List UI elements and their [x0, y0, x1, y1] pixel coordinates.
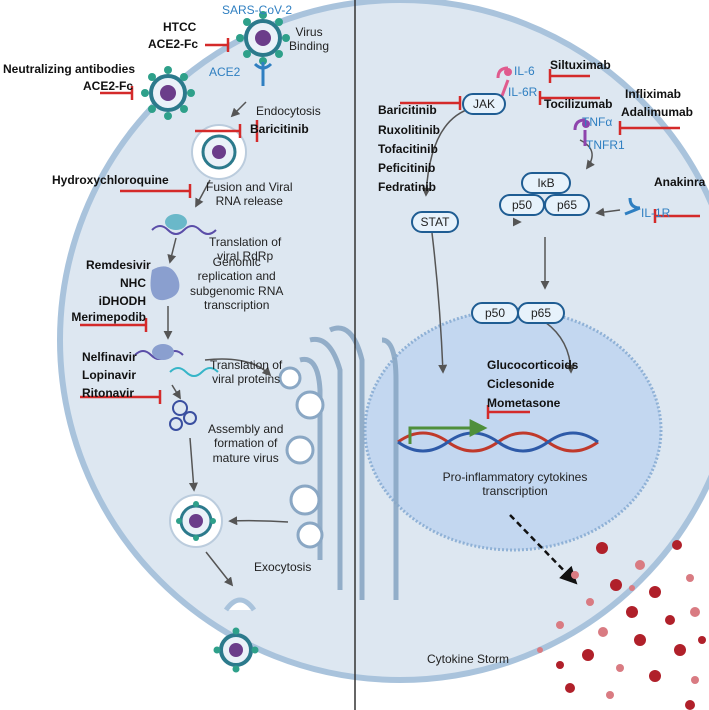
transcription-start-arrow — [408, 419, 488, 444]
drug-nhc: NHC — [120, 276, 146, 290]
drug-htcc: HTCC — [163, 20, 197, 34]
cytokine-dots — [537, 540, 706, 710]
virus-binding — [236, 11, 290, 65]
drug-ace2-fc-binding: ACE2-Fc — [148, 37, 199, 51]
golgi-vesicles — [278, 366, 325, 549]
ikb-node: IκB — [521, 172, 571, 194]
exocytosis-notch — [223, 597, 257, 612]
tnfa-label: TNFα — [582, 115, 613, 129]
tnfa-ligand — [582, 120, 590, 128]
step-endocytosis: Endocytosis — [256, 104, 321, 118]
rdrp-protein — [150, 266, 180, 301]
virus-extracellular — [141, 66, 195, 120]
p65-node-cytoplasm: p65 — [544, 194, 590, 216]
drug-baricitinib-jak: Baricitinib — [378, 103, 437, 117]
p50-node-nucleus: p50 — [471, 302, 519, 324]
drug-ciclesonide: Ciclesonide — [487, 377, 555, 391]
ribosome-2 — [152, 344, 174, 360]
il1r-label: IL-1R — [641, 206, 671, 220]
ace2-label: ACE2 — [209, 65, 241, 79]
step-fusion: Fusion and Viral RNA release — [206, 180, 293, 209]
drug-idhodh: iDHODH — [98, 294, 146, 308]
il6r-label: IL-6R — [508, 85, 538, 99]
drug-hydroxychloroquine: Hydroxychloroquine — [52, 173, 169, 187]
virus-name-label: SARS-CoV-2 — [222, 3, 293, 17]
p50-node-cytoplasm: p50 — [499, 194, 545, 216]
viral-rna-strand — [151, 225, 217, 235]
endoplasmic-reticulum — [299, 325, 399, 600]
il6r-receptor — [496, 66, 510, 97]
drug-fedratinib: Fedratinib — [378, 180, 437, 194]
drug-siltuximab: Siltuximab — [550, 58, 611, 72]
subgenomic-rna-2 — [169, 367, 219, 377]
drug-ace2-fc-extracellular: ACE2-Fc — [83, 79, 134, 93]
transcription-label: Pro-inflammatory cytokines transcription — [442, 470, 588, 499]
viral-proteins — [169, 400, 197, 431]
jak-node: JAK — [462, 93, 506, 115]
drug-baricitinib-endocytosis: Baricitinib — [250, 122, 309, 136]
storm-arrow — [509, 514, 578, 585]
drug-adalimumab: Adalimumab — [621, 105, 694, 119]
virus-released — [213, 627, 259, 673]
drug-remdesivir: Remdesivir — [86, 258, 151, 272]
drug-merimepodib: Merimepodib — [71, 310, 146, 324]
virus-mature — [169, 494, 223, 548]
virus-binding-label: Virus Binding — [289, 25, 330, 54]
drug-anakinra: Anakinra — [654, 175, 706, 189]
right-pathway-arrows — [421, 107, 621, 374]
drug-mometasone: Mometasone — [487, 396, 561, 410]
drug-infliximab: Infliximab — [625, 87, 682, 101]
ace2-receptor — [253, 62, 273, 86]
drug-tocilizumab: Tocilizumab — [544, 97, 613, 111]
tnfr1-receptor — [573, 118, 587, 146]
drug-ritonavir: Ritonavir — [82, 386, 135, 400]
step-exocytosis: Exocytosis — [254, 560, 312, 574]
step-assembly: Assembly and formation of mature virus — [208, 422, 284, 465]
cytokine-storm-label: Cytokine Storm — [427, 652, 510, 666]
il6-ligand — [504, 68, 512, 76]
inhibitor-bars — [80, 38, 700, 419]
drug-neutralizing-antibodies: Neutralizing antibodies — [3, 62, 136, 76]
p65-node-nucleus: p65 — [517, 302, 565, 324]
ribosome-1 — [165, 214, 187, 230]
il1r-receptor — [624, 197, 641, 216]
drug-nelfinavir: Nelfinavir — [82, 350, 137, 364]
step-translation-rdrp: Translation of viral RdRp — [209, 235, 282, 264]
drug-lopinavir: Lopinavir — [82, 368, 137, 382]
il6-label: IL-6 — [514, 64, 535, 78]
drug-peficitinib: Peficitinib — [378, 161, 436, 175]
left-pathway-arrows — [163, 101, 289, 587]
drug-tofacitinib: Tofacitinib — [378, 142, 438, 156]
stat-node: STAT — [411, 211, 459, 233]
drug-ruxolitinib: Ruxolitinib — [378, 123, 440, 137]
dna-helix — [397, 431, 599, 453]
step-translation-proteins: Translation of viral proteins — [210, 358, 283, 387]
drug-glucocorticoids: Glucocorticoids — [487, 358, 579, 372]
step-replication: Genomic replication and subgenomic RNA t… — [190, 255, 284, 313]
tnfr1-label: TNFR1 — [586, 138, 625, 152]
endosome — [191, 124, 247, 180]
